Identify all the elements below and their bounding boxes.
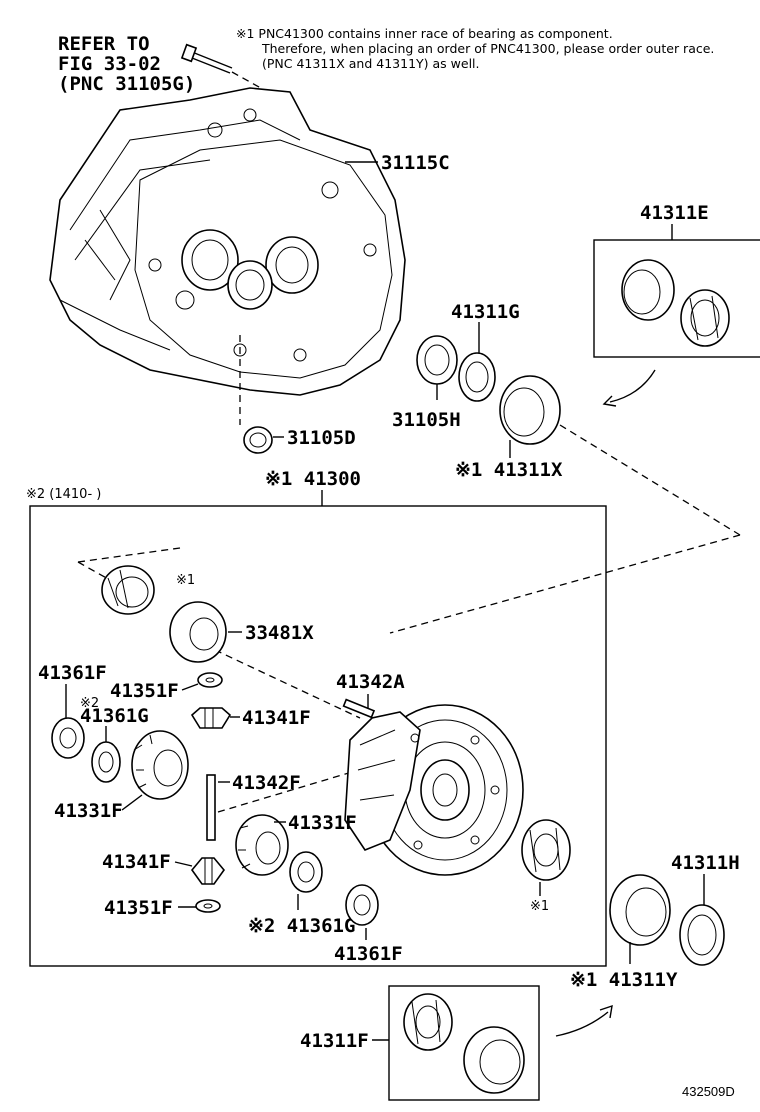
mark-1-top: ※1 [176, 573, 195, 588]
thrust-washer-41361G-left-part [91, 741, 121, 783]
label-41361F-bottom: 41361F [334, 943, 403, 965]
refer-line-1: REFER TO [58, 33, 150, 55]
thrust-washer-41361F-bottom-part [345, 884, 379, 926]
washer-41351F-bottom-part [195, 899, 221, 913]
side-gear-41331F-left-part [131, 730, 189, 800]
thrust-washer-41361F-left-part [51, 717, 85, 759]
label-41300: ※1 41300 [265, 468, 361, 490]
bearing-race-41311F-part [463, 1026, 525, 1094]
washer-41351F-top-part [197, 672, 223, 688]
bearing-race-41311E-part [621, 259, 675, 321]
mark-2-left: ※2 [80, 696, 99, 711]
seal-33481X-part [169, 601, 227, 663]
label-41342A: 41342A [336, 671, 405, 693]
bearing-41311E-frame [593, 239, 760, 358]
shim-41311G-part [458, 352, 496, 402]
diagram-id: 432509D [682, 1084, 735, 1099]
label-41311Y: ※1 41311Y [570, 969, 678, 991]
shim-41311H-part [679, 904, 725, 966]
label-41311H: 41311H [671, 852, 740, 874]
oil-seal-31105H-part [416, 335, 458, 385]
pinion-41341F-bottom-part [190, 857, 226, 885]
arrow-41311F [555, 1011, 609, 1037]
frame-note: ※2 (1410- ) [26, 487, 101, 502]
pinion-41341F-top-part [190, 707, 232, 729]
bearing-cone-41311F-part [403, 993, 453, 1051]
pin-41342A-part [342, 698, 376, 719]
label-41311F: 41311F [300, 1030, 369, 1052]
transmission-case-part [49, 87, 406, 396]
note-line-2: Therefore, when placing an order of PNC4… [261, 41, 714, 56]
label-41351F-bottom: 41351F [104, 897, 173, 919]
outer-race-41311Y-part [609, 874, 671, 946]
label-41341F-top: 41341F [242, 707, 311, 729]
label-41361G-bottom: ※2 41361G [248, 915, 355, 937]
label-41311E: 41311E [640, 202, 709, 224]
arrow-41311E [609, 369, 656, 403]
side-gear-41331F-right-part [235, 814, 289, 876]
label-41331F-left: 41331F [54, 800, 123, 822]
mark-1-bottom: ※1 [530, 899, 549, 914]
bearing-cone-41311E-part [680, 289, 730, 347]
bearing-cone-top-part [101, 565, 155, 615]
label-33481X: 33481X [245, 622, 314, 644]
label-31105H: 31105H [392, 409, 461, 431]
label-41351F-top: 41351F [110, 680, 179, 702]
label-41331F-right: 41331F [288, 812, 357, 834]
bolt-part [180, 43, 269, 93]
refer-line-2: FIG 33-02 [58, 53, 161, 75]
bearing-cone-bottom-part [521, 819, 571, 881]
refer-line-3: (PNC 31105G) [58, 73, 195, 95]
note-line-1: ※1 PNC41300 contains inner race of beari… [236, 26, 613, 41]
oil-seal-31105D-part [243, 426, 273, 454]
label-31105D: 31105D [287, 427, 356, 449]
differential-assembly-frame [29, 505, 607, 967]
label-41342F: 41342F [232, 772, 301, 794]
label-41361F-left: 41361F [38, 662, 107, 684]
label-41311G: 41311G [451, 301, 520, 323]
label-41361G-left: 41361G [80, 705, 149, 727]
label-31115C: 31115C [381, 152, 450, 174]
outer-race-41311X-part [499, 375, 561, 445]
thrust-washer-41361G-bottom-part [289, 851, 323, 893]
bearing-41311F-frame [388, 985, 540, 1101]
label-41341F-bottom: 41341F [102, 851, 171, 873]
label-41311X: ※1 41311X [455, 459, 563, 481]
differential-case-part [344, 704, 524, 876]
note-line-3: (PNC 41311X and 41311Y) as well. [262, 56, 480, 71]
pinion-shaft-41342F-part [206, 774, 216, 841]
